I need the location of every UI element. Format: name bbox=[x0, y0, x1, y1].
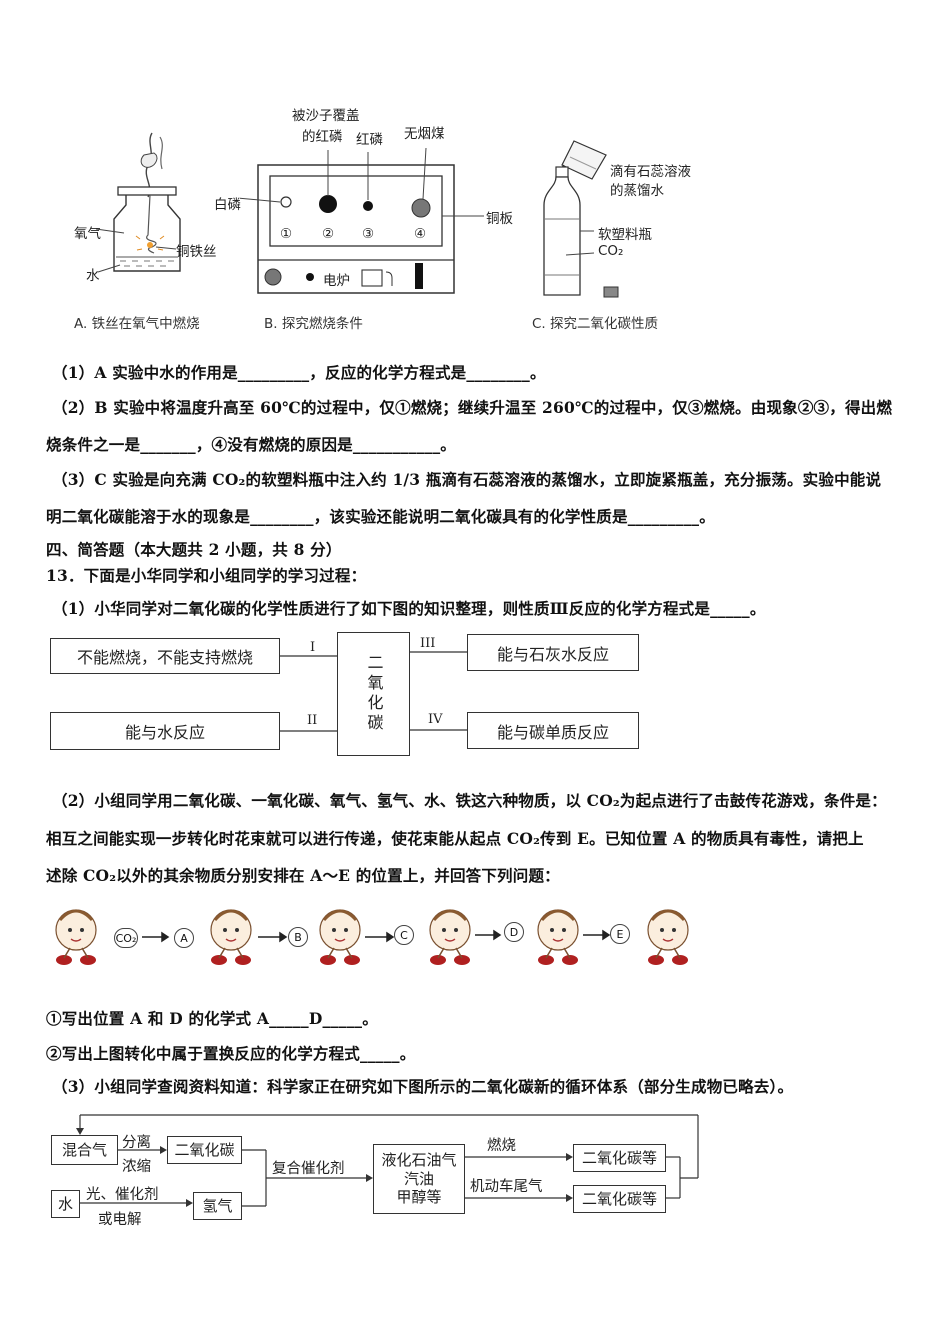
question-13-2-line-3: 述除 CO₂以外的其余物质分别安排在 A～E 的位置上，并回答下列问题： bbox=[46, 866, 560, 885]
question-1: （1）A 实验中水的作用是_________，反应的化学方程式是________… bbox=[52, 363, 546, 382]
red-phosphorus-label: 红磷 bbox=[356, 132, 383, 148]
question-2-line-2: 烧条件之一是_______，④没有燃烧的原因是___________。 bbox=[46, 435, 457, 454]
relay-position-e: E bbox=[610, 924, 630, 944]
electric-stove-label: 电炉 bbox=[323, 273, 350, 289]
cycle-arrows bbox=[76, 1114, 699, 1207]
caption-b: B. 探究燃烧条件 bbox=[264, 316, 363, 332]
white-phosphorus-label: 白磷 bbox=[214, 197, 241, 213]
anthracite-label: 无烟煤 bbox=[404, 126, 445, 142]
combustion-apparatus bbox=[240, 147, 484, 294]
question-3-line-2: 明二氧化碳能溶于水的现象是________，该实验还能说明二氧化碳具有的化学性质… bbox=[46, 507, 715, 526]
label-light-catalyst: 光、催化剂 bbox=[86, 1187, 159, 1203]
fuel-methanol: 甲醇等 bbox=[396, 1188, 442, 1207]
property-ii-label: II bbox=[307, 713, 318, 728]
covered-label-2: 的红磷 bbox=[302, 129, 343, 145]
box-reacts-with-limewater: 能与石灰水反应 bbox=[467, 634, 639, 671]
question-13-2-line-1: （2）小组同学用二氧化碳、一氧化碳、氧气、氢气、水、铁这六种物质，以 CO₂为起… bbox=[52, 791, 887, 810]
node-co2-output-2: 二氧化碳等 bbox=[573, 1185, 666, 1213]
node-fuels: 液化石油气 汽油 甲醇等 bbox=[373, 1144, 465, 1214]
relay-co2: CO₂ bbox=[114, 928, 138, 948]
question-3-line-1: （3）C 实验是向充满 CO₂的软塑料瓶中注入约 1/3 瓶滴有石蕊溶液的蒸馏水… bbox=[52, 470, 882, 489]
copper-plate-label: 铜板 bbox=[486, 211, 513, 227]
water-label: 水 bbox=[86, 268, 100, 284]
co2-label: CO₂ bbox=[598, 243, 624, 259]
node-mixed-gas: 混合气 bbox=[51, 1135, 118, 1165]
sub-question-1: ①写出位置 A 和 D 的化学式 A_____D_____。 bbox=[46, 1009, 378, 1028]
node-hydrogen: 氢气 bbox=[193, 1192, 242, 1220]
iron-burning-apparatus bbox=[95, 132, 181, 273]
position-4-label: ④ bbox=[414, 226, 427, 242]
relay-position-b: B bbox=[288, 927, 308, 947]
relay-position-a: A bbox=[174, 928, 194, 948]
litmus-water-label: 滴有石蕊溶液 bbox=[610, 164, 691, 180]
node-co2-output-1: 二氧化碳等 bbox=[573, 1144, 666, 1172]
box-reacts-with-carbon: 能与碳单质反应 bbox=[467, 712, 639, 749]
fuel-gasoline: 汽油 bbox=[403, 1169, 434, 1188]
question-2-line-1: （2）B 实验中将温度升高至 60℃的过程中，仅①燃烧；继续升温至 260℃的过… bbox=[52, 398, 893, 417]
fuel-lpg: 液化石油气 bbox=[381, 1150, 457, 1169]
relay-position-c: C bbox=[394, 925, 414, 945]
section-4-heading: 四、简答题（本大题共 2 小题，共 8 分） bbox=[46, 540, 342, 559]
covered-label: 被沙子覆盖 bbox=[292, 108, 360, 124]
question-13-3: （3）小组同学查阅资料知道：科学家正在研究如下图所示的二氧化碳新的循环体系（部分… bbox=[52, 1077, 794, 1096]
box-carbon-dioxide: 二氧化碳 bbox=[337, 632, 410, 756]
caption-a: A. 铁丝在氧气中燃烧 bbox=[74, 316, 200, 332]
relay-position-d: D bbox=[504, 922, 524, 942]
position-1-label: ① bbox=[280, 226, 293, 242]
property-iv-label: IV bbox=[428, 712, 443, 727]
plastic-bottle-apparatus bbox=[543, 140, 619, 298]
node-carbon-dioxide: 二氧化碳 bbox=[167, 1136, 242, 1164]
concept-map-lines bbox=[280, 651, 467, 732]
question-13-2-line-2: 相互之间能实现一步转化时花束就可以进行传递，使花束能从起点 CO₂传到 E。已知… bbox=[46, 829, 864, 848]
sub-question-2: ②写出上图转化中属于置换反应的化学方程式_____。 bbox=[46, 1044, 416, 1063]
property-i-label: I bbox=[310, 640, 316, 655]
label-electrolysis: 或电解 bbox=[98, 1212, 142, 1228]
node-water: 水 bbox=[51, 1190, 80, 1218]
box-reacts-with-water: 能与水反应 bbox=[50, 712, 280, 750]
label-vehicle-exhaust: 机动车尾气 bbox=[470, 1179, 543, 1195]
plastic-bottle-label: 软塑料瓶 bbox=[598, 227, 652, 243]
position-3-label: ③ bbox=[362, 226, 375, 242]
label-combustion: 燃烧 bbox=[487, 1138, 516, 1154]
oxygen-label: 氧气 bbox=[74, 226, 101, 242]
question-13: 13．下面是小华同学和小组同学的学习过程： bbox=[46, 566, 367, 585]
property-iii-label: III bbox=[420, 636, 436, 651]
label-composite-catalyst: 复合催化剂 bbox=[272, 1161, 345, 1177]
caption-c: C. 探究二氧化碳性质 bbox=[532, 316, 659, 332]
label-concentrate: 浓缩 bbox=[122, 1159, 151, 1175]
iron-wire-label: 铜铁丝 bbox=[176, 244, 217, 260]
relay-characters bbox=[54, 908, 690, 967]
litmus-water-label-2: 的蒸馏水 bbox=[610, 183, 664, 199]
question-13-1: （1）小华同学对二氧化碳的化学性质进行了如下图的知识整理，则性质Ⅲ反应的化学方程… bbox=[52, 599, 766, 618]
position-2-label: ② bbox=[322, 226, 335, 242]
label-separate: 分离 bbox=[122, 1135, 151, 1151]
box-not-combustible: 不能燃烧，不能支持燃烧 bbox=[50, 638, 280, 674]
